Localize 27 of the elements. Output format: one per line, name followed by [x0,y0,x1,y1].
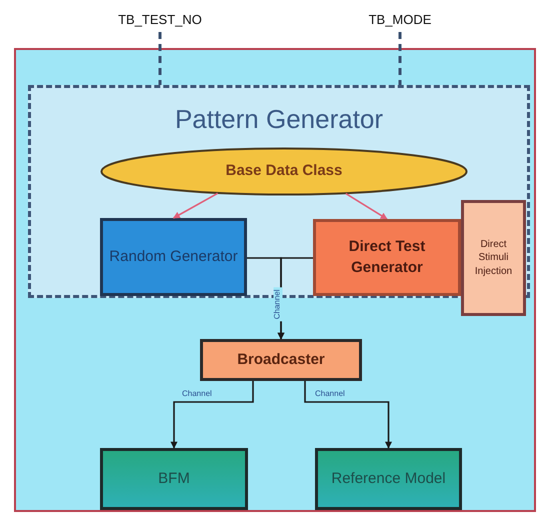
signal-name: TB_TEST_NO [118,12,202,26]
process-box [100,448,248,510]
arrow [170,381,254,449]
dashed-signal-line [398,32,402,85]
edge-label: Channel [180,390,214,399]
edge-label: Channel [313,390,347,399]
block-label: Random Generator [109,246,238,267]
dashed-signal-line [158,32,162,85]
arrow [304,381,392,449]
process-box [315,448,462,510]
arrow [172,192,218,219]
class-ellipse [100,147,468,196]
block-label: Reference Model [331,468,446,489]
arrow [345,192,388,220]
block-label: Broadcaster [237,350,325,370]
block-label: Direct Stimuli Injection [474,238,514,278]
block-label: BFM [158,468,190,489]
process-box [200,339,362,381]
injection-box [461,200,526,316]
signal-name: TB_MODE [368,12,432,26]
block-label: Direct Test Generator [348,237,426,278]
group-title: Pattern Generator [174,104,384,135]
process-box [100,218,247,296]
class-name: Base Data Class [226,161,342,182]
testbench-panel [14,48,536,512]
edge-label: Channel [274,288,282,322]
process-box [313,219,461,296]
